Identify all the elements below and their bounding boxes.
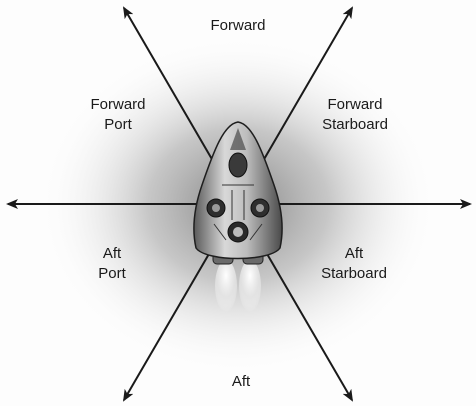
ship-reactor-core xyxy=(233,227,243,237)
label-forward: Forward xyxy=(210,17,265,34)
label-forward-port-line2: Port xyxy=(104,116,132,133)
label-forward-port-line1: Forward xyxy=(90,96,145,113)
ship-cockpit xyxy=(229,153,247,177)
exhaust-plume-right xyxy=(239,260,261,312)
label-aft-port-line1: Aft xyxy=(103,245,122,262)
label-forward-starboard-line1: Forward xyxy=(327,96,382,113)
exhaust-plume-left xyxy=(215,260,237,312)
label-aft: Aft xyxy=(232,373,251,390)
label-forward-starboard-line2: Starboard xyxy=(322,116,388,133)
label-aft-starboard-line1: Aft xyxy=(345,245,364,262)
label-aft-port-line2: Port xyxy=(98,265,126,282)
ship-pod-right-inner xyxy=(256,204,264,212)
label-aft-starboard-line2: Starboard xyxy=(321,265,387,282)
ship-pod-left-inner xyxy=(212,204,220,212)
